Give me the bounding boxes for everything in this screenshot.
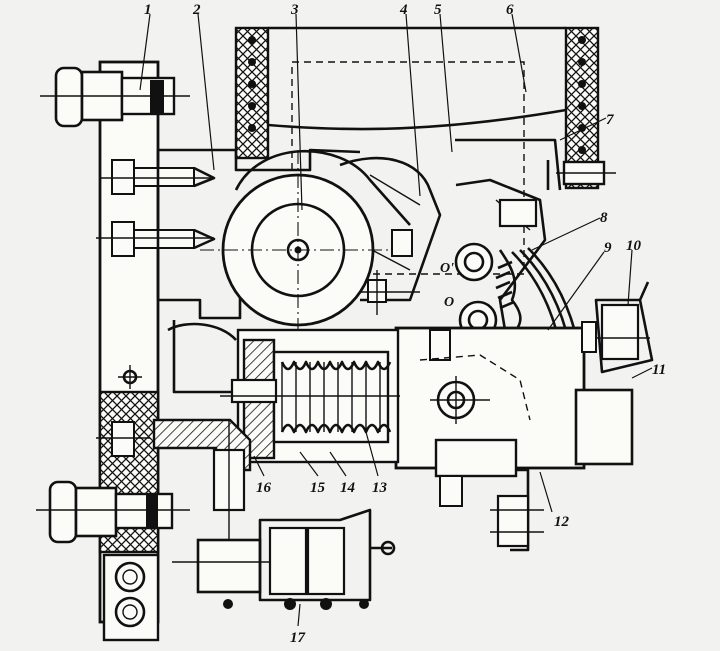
terminal-knob-top: [40, 66, 190, 128]
callout-9: 9: [604, 240, 612, 256]
callout-14: 14: [340, 480, 356, 496]
callout-13: 13: [372, 480, 388, 496]
callout-10: 10: [626, 238, 642, 254]
callout-7: 7: [606, 112, 614, 128]
pivot-upper: [454, 242, 494, 282]
arc-horn: [455, 138, 616, 191]
main-lever: [339, 156, 442, 315]
auxiliary-contact: [574, 281, 654, 466]
pivot-label-upper: O': [440, 261, 454, 276]
bottom-terminals: [434, 438, 544, 552]
callout-5: 5: [434, 2, 442, 18]
terminal-knob-bottom: [36, 480, 190, 544]
bracket: [156, 148, 361, 394]
callout-2: 2: [192, 2, 201, 18]
spring-assembly: [220, 328, 400, 464]
callout-17: 17: [290, 630, 306, 646]
callout-15: 15: [310, 480, 326, 496]
cam-wheel: [200, 149, 411, 350]
pivot-label-lower: O: [444, 295, 454, 310]
callout-3: 3: [290, 2, 299, 18]
frame-bar: [98, 60, 160, 642]
callout-11: 11: [652, 362, 666, 378]
callout-4: 4: [399, 2, 408, 18]
callout-6: 6: [506, 2, 514, 18]
sectioned-link: [152, 418, 252, 540]
callout-8: 8: [600, 210, 608, 226]
frame-bolts: [96, 159, 216, 457]
callout-16: 16: [256, 480, 272, 496]
bottom-relay: [172, 508, 396, 610]
callout-12: 12: [554, 514, 570, 530]
callout-1: 1: [144, 2, 152, 18]
leader-lines: [139, 13, 653, 627]
callout-labels: 1 2 3 4 5 6 7 8 9 10 11 12 13 14 15 16 1…: [144, 2, 666, 646]
